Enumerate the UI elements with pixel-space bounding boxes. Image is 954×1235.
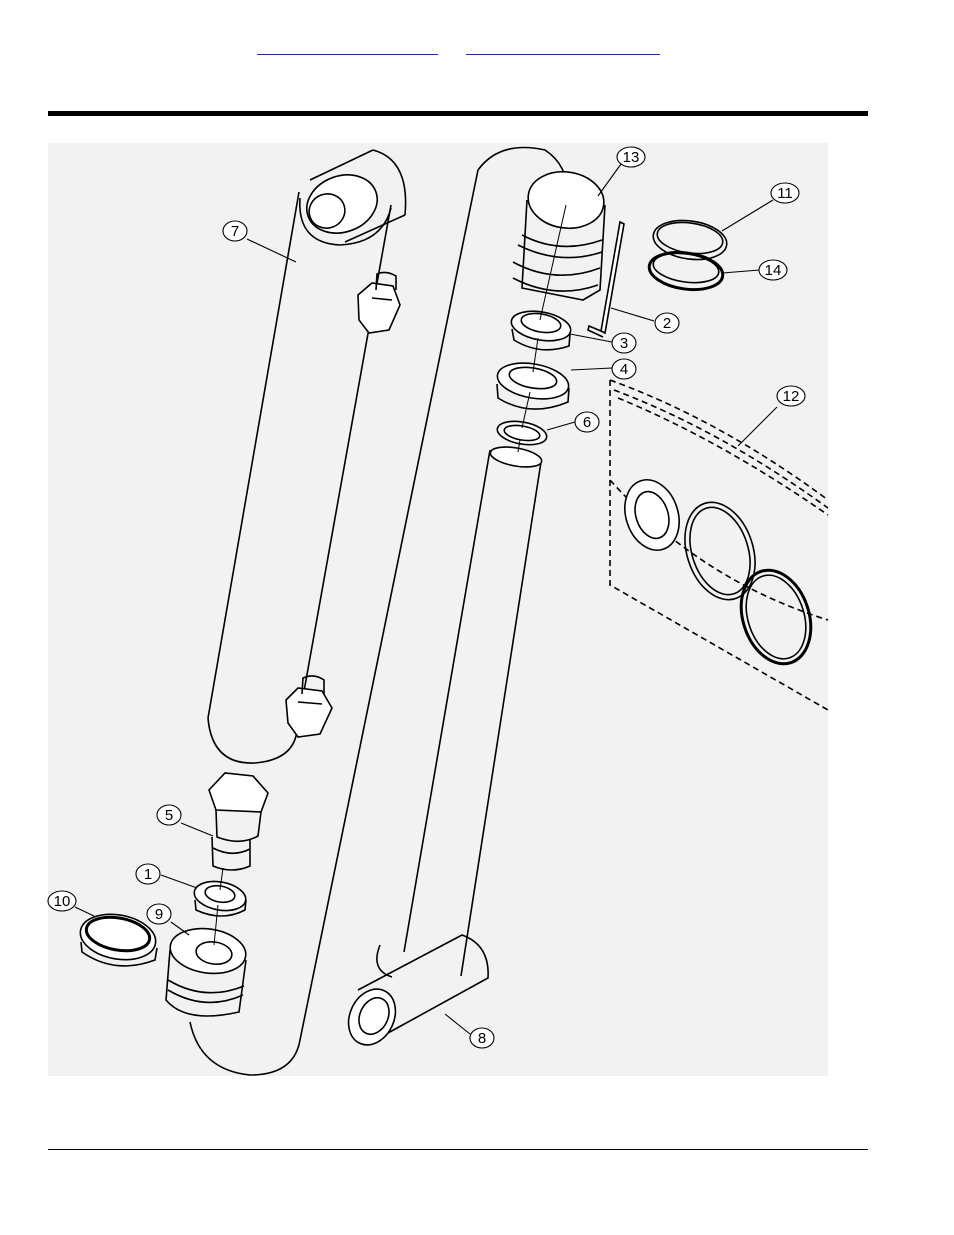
svg-text:10: 10 — [54, 893, 71, 910]
piston-seal-part — [77, 909, 159, 966]
callout-11: 11 — [771, 183, 799, 203]
hex-key-part — [588, 222, 624, 337]
rod-part — [340, 444, 543, 1053]
seal-kit-part — [610, 380, 828, 710]
svg-text:9: 9 — [155, 906, 163, 923]
callout-2: 2 — [655, 313, 679, 333]
svg-text:2: 2 — [663, 315, 671, 332]
washer-part — [192, 878, 248, 916]
svg-text:7: 7 — [231, 223, 239, 240]
svg-text:14: 14 — [765, 262, 782, 279]
callout-8: 8 — [470, 1028, 494, 1048]
retaining-ring-part — [495, 418, 548, 448]
svg-text:5: 5 — [165, 807, 173, 824]
backup-ring-part — [647, 248, 725, 294]
svg-text:13: 13 — [623, 149, 640, 166]
callout-9: 9 — [147, 904, 171, 924]
callout-13: 13 — [617, 147, 645, 167]
callout-14: 14 — [759, 260, 787, 280]
leader-lines — [75, 164, 777, 1034]
callout-7: 7 — [223, 221, 247, 241]
svg-text:12: 12 — [783, 388, 800, 405]
callout-4: 4 — [612, 359, 636, 379]
svg-text:3: 3 — [620, 335, 628, 352]
svg-text:11: 11 — [777, 185, 793, 202]
svg-text:8: 8 — [478, 1030, 486, 1047]
callout-6: 6 — [575, 412, 599, 432]
seal-ring-part — [495, 358, 572, 409]
svg-text:6: 6 — [583, 414, 591, 431]
callout-3: 3 — [612, 333, 636, 353]
callout-5: 5 — [157, 805, 181, 825]
bolt-part — [209, 773, 268, 870]
callout-12: 12 — [777, 386, 805, 406]
piston-part — [166, 924, 249, 1016]
gland-part — [513, 167, 608, 300]
svg-text:1: 1 — [144, 866, 152, 883]
callout-1: 1 — [136, 864, 160, 884]
svg-text:4: 4 — [620, 361, 628, 378]
o-ring-part — [651, 216, 730, 264]
bottom-rule — [48, 1149, 868, 1150]
callout-10: 10 — [48, 891, 76, 911]
